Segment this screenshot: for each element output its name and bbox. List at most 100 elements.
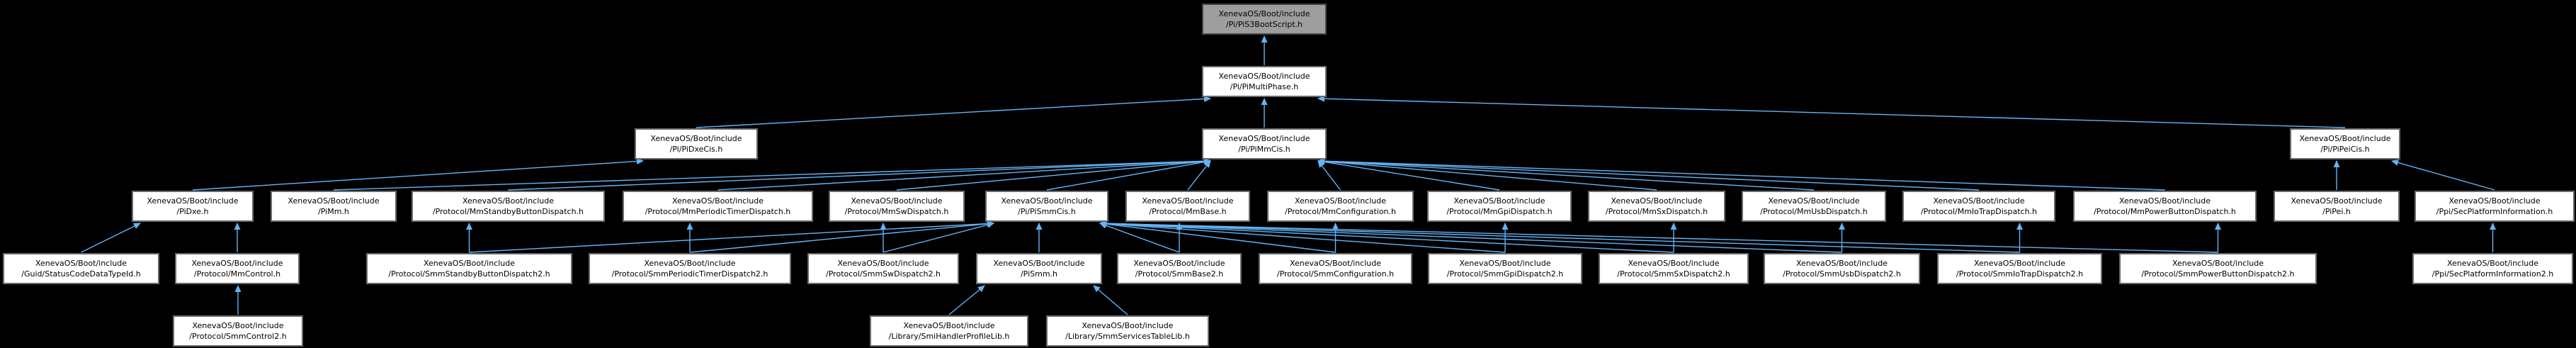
- node-path: /Protocol/SmmGpiDispatch2.h: [1446, 269, 1564, 279]
- graph-node-pismmcis[interactable]: XenevaOS/Boot/include/Pi/PiSmmCis.h: [985, 191, 1108, 222]
- include-edge-peicis-to-multiphase: [1317, 95, 2346, 128]
- node-path: /Protocol/MmUsbDispatch.h: [1760, 207, 1868, 216]
- graph-node-dxecis[interactable]: XenevaOS/Boot/include/Pi/PiDxeCis.h: [635, 128, 758, 159]
- node-path: /Protocol/SmmPowerButtonDispatch2.h: [2141, 269, 2295, 279]
- node-prefix: XenevaOS/Boot/include: [192, 321, 284, 330]
- graph-node-mmgpi[interactable]: XenevaOS/Boot/include/Protocol/MmGpiDisp…: [1427, 191, 1572, 222]
- node-prefix: XenevaOS/Boot/include: [288, 196, 380, 206]
- include-edge-mmperiodic-to-mmcis: [717, 158, 1211, 191]
- graph-node-pimm[interactable]: XenevaOS/Boot/include/PiMm.h: [271, 191, 397, 222]
- include-edge-smmpower2-to-pismmcis: [1099, 220, 2218, 253]
- node-prefix: XenevaOS/Boot/include: [191, 259, 283, 268]
- node-path: /Pi/PiMultiPhase.h: [1230, 82, 1299, 91]
- include-edge-pimm-to-mmcis: [333, 157, 1211, 191]
- graph-node-multiphase[interactable]: XenevaOS/Boot/include/Pi/PiMultiPhase.h: [1202, 66, 1327, 97]
- graph-node-smmusb2[interactable]: XenevaOS/Boot/include/Protocol/SmmUsbDis…: [1764, 253, 1920, 284]
- node-prefix: XenevaOS/Boot/include: [1459, 259, 1551, 268]
- node-prefix: XenevaOS/Boot/include: [1611, 196, 1703, 206]
- graph-node-smihandler[interactable]: XenevaOS/Boot/include/Library/SmiHandler…: [870, 315, 1028, 347]
- node-prefix: XenevaOS/Boot/include: [423, 259, 516, 268]
- node-path: /Pi/PiDxeCis.h: [669, 145, 723, 154]
- node-prefix: XenevaOS/Boot/include: [2172, 259, 2264, 268]
- graph-node-smmbase2[interactable]: XenevaOS/Boot/include/Protocol/SmmBase2.…: [1117, 253, 1242, 284]
- graph-node-secplat2[interactable]: XenevaOS/Boot/include/Ppi/SecPlatformInf…: [2412, 253, 2573, 284]
- graph-node-mmcis[interactable]: XenevaOS/Boot/include/Pi/PiMmCis.h: [1202, 128, 1327, 159]
- graph-node-secplat[interactable]: XenevaOS/Boot/include/Ppi/SecPlatformInf…: [2415, 191, 2575, 222]
- include-edge-smihandler-to-pismm: [948, 285, 985, 315]
- graph-node-smmperiodic2[interactable]: XenevaOS/Boot/include/Protocol/SmmPeriod…: [589, 253, 791, 284]
- graph-node-mmsw[interactable]: XenevaOS/Boot/include/Protocol/MmSwDispa…: [829, 191, 965, 222]
- node-path: /Pi/PiPeiCis.h: [2320, 145, 2370, 154]
- include-edge-mmsx-to-mmcis: [1317, 158, 1657, 191]
- include-edge-mmconfig-to-mmcis: [1317, 160, 1341, 191]
- node-prefix: XenevaOS/Boot/include: [671, 196, 764, 206]
- graph-node-smmcontrol2[interactable]: XenevaOS/Boot/include/Protocol/SmmContro…: [173, 315, 303, 347]
- graph-node-mmperiodic[interactable]: XenevaOS/Boot/include/Protocol/MmPeriodi…: [623, 191, 813, 222]
- graph-node-smmconfig[interactable]: XenevaOS/Boot/include/Protocol/SmmConfig…: [1259, 253, 1412, 284]
- graph-node-smmgpi2[interactable]: XenevaOS/Boot/include/Protocol/SmmGpiDis…: [1428, 253, 1582, 284]
- include-edge-smmsw2-to-pismmcis: [883, 221, 994, 253]
- graph-node-smmservices[interactable]: XenevaOS/Boot/include/Library/SmmService…: [1046, 315, 1209, 347]
- node-prefix: XenevaOS/Boot/include: [1218, 72, 1310, 81]
- node-prefix: XenevaOS/Boot/include: [35, 259, 127, 268]
- node-path: /Ppi/SecPlatformInformation2.h: [2432, 269, 2554, 279]
- include-edge-secplat-to-peicis: [2391, 159, 2495, 191]
- node-prefix: XenevaOS/Boot/include: [1001, 196, 1093, 206]
- graph-node-smmstandby2[interactable]: XenevaOS/Boot/include/Protocol/SmmStandb…: [366, 253, 572, 284]
- node-path: /Pi/PiMmCis.h: [1238, 145, 1290, 154]
- node-prefix: XenevaOS/Boot/include: [993, 259, 1085, 268]
- node-path: /Protocol/MmSxDispatch.h: [1605, 207, 1708, 216]
- graph-node-mmsx[interactable]: XenevaOS/Boot/include/Protocol/MmSxDispa…: [1588, 191, 1725, 222]
- graph-node-mmusb[interactable]: XenevaOS/Boot/include/Protocol/MmUsbDisp…: [1742, 191, 1886, 222]
- graph-node-pipei[interactable]: XenevaOS/Boot/include/PiPei.h: [2274, 191, 2400, 222]
- graph-node-statuscode[interactable]: XenevaOS/Boot/include/Guid/StatusCodeDat…: [3, 253, 159, 284]
- node-path: /PiPei.h: [2322, 207, 2351, 216]
- node-path: /Protocol/SmmPeriodicTimerDispatch2.h: [611, 269, 768, 279]
- include-edge-mmgpi-to-mmcis: [1317, 158, 1500, 191]
- graph-node-smmiotrap2[interactable]: XenevaOS/Boot/include/Protocol/SmmIoTrap…: [1937, 253, 2102, 284]
- include-edge-mmbase-to-mmcis: [1187, 160, 1211, 191]
- node-prefix: XenevaOS/Boot/include: [1973, 259, 2066, 268]
- include-edge-smmgpi2-to-pismmcis: [1099, 220, 1506, 253]
- include-edge-smmiotrap2-to-pismmcis: [1099, 220, 2020, 253]
- include-edge-mmpower-to-mmcis: [1317, 157, 2165, 191]
- graph-node-mmpower[interactable]: XenevaOS/Boot/include/Protocol/MmPowerBu…: [2073, 191, 2257, 222]
- node-prefix: XenevaOS/Boot/include: [1142, 196, 1234, 206]
- graph-node-peicis[interactable]: XenevaOS/Boot/include/Pi/PiPeiCis.h: [2290, 128, 2400, 159]
- node-prefix: XenevaOS/Boot/include: [1133, 259, 1225, 268]
- node-path: /Protocol/SmmSwDispatch2.h: [826, 269, 941, 279]
- graph-node-pidxe[interactable]: XenevaOS/Boot/include/PiDxe.h: [132, 191, 254, 222]
- node-prefix: XenevaOS/Boot/include: [837, 259, 929, 268]
- graph-node-mmiotrap[interactable]: XenevaOS/Boot/include/Protocol/MmIoTrapD…: [1902, 191, 2055, 222]
- node-prefix: XenevaOS/Boot/include: [1218, 134, 1310, 143]
- graph-node-pismm[interactable]: XenevaOS/Boot/include/PiSmm.h: [976, 253, 1102, 284]
- graph-node-mmstandby[interactable]: XenevaOS/Boot/include/Protocol/MmStandby…: [412, 191, 605, 222]
- include-edge-pismmcis-to-mmcis: [1046, 159, 1211, 191]
- node-prefix: XenevaOS/Boot/include: [1795, 259, 1888, 268]
- graph-node-mmconfig[interactable]: XenevaOS/Boot/include/Protocol/MmConfigu…: [1267, 191, 1414, 222]
- node-prefix: XenevaOS/Boot/include: [1218, 9, 1310, 18]
- include-edge-mmusb-to-mmcis: [1317, 158, 1815, 191]
- graph-node-mmcontrol[interactable]: XenevaOS/Boot/include/Protocol/MmControl…: [175, 253, 300, 284]
- node-path: /Protocol/SmmUsbDispatch2.h: [1783, 269, 1901, 279]
- node-path: /Protocol/SmmBase2.h: [1135, 269, 1224, 279]
- node-prefix: XenevaOS/Boot/include: [650, 134, 742, 143]
- node-path: /Guid/StatusCodeDataTypeId.h: [21, 269, 141, 279]
- graph-node-smmpower2[interactable]: XenevaOS/Boot/include/Protocol/SmmPowerB…: [2119, 253, 2317, 284]
- node-path: /Protocol/SmmControl2.h: [189, 332, 287, 341]
- node-prefix: XenevaOS/Boot/include: [1289, 259, 1382, 268]
- include-edge-pidxe-to-dxecis: [192, 158, 644, 191]
- graph-node-smmsw2[interactable]: XenevaOS/Boot/include/Protocol/SmmSwDisp…: [807, 253, 959, 284]
- include-edge-smmstandby2-to-pismmcis: [469, 220, 994, 253]
- graph-node-mmbase[interactable]: XenevaOS/Boot/include/Protocol/MmBase.h: [1125, 191, 1250, 222]
- graph-node-s3bootscript[interactable]: XenevaOS/Boot/include/Pi/PiS3BootScript.…: [1202, 4, 1327, 35]
- node-path: /PiMm.h: [318, 207, 349, 216]
- graph-node-smmsx2[interactable]: XenevaOS/Boot/include/Protocol/SmmSxDisp…: [1599, 253, 1749, 284]
- node-path: /Protocol/MmPeriodicTimerDispatch.h: [645, 207, 791, 216]
- include-edge-dxecis-to-multiphase: [696, 96, 1211, 128]
- node-path: /Protocol/MmSwDispatch.h: [844, 207, 949, 216]
- node-path: /PiSmm.h: [1020, 269, 1058, 279]
- node-prefix: XenevaOS/Boot/include: [903, 321, 995, 330]
